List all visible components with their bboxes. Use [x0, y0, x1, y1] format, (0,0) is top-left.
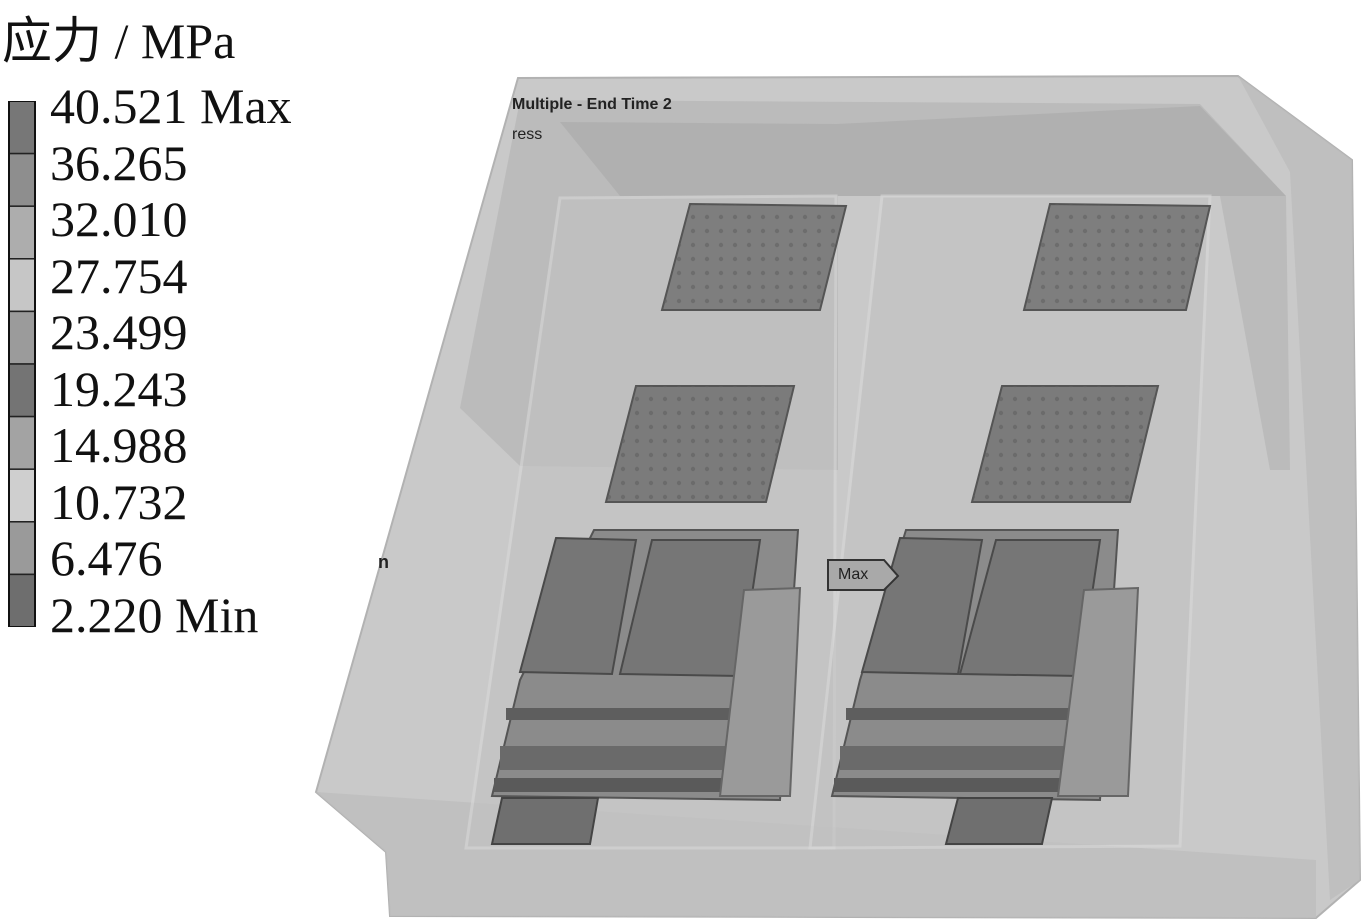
legend-swatch — [8, 573, 36, 627]
legend-level-label: 10.732 — [50, 473, 188, 530]
chip-bottom-right — [944, 797, 1054, 845]
power-module-right — [830, 529, 1140, 802]
legend-swatch — [8, 258, 36, 313]
legend-swatch — [8, 521, 36, 576]
max-probe-label: Max — [838, 566, 869, 583]
chip-row2-right — [970, 385, 1160, 503]
legend-color-bar — [8, 101, 36, 627]
legend-bar-border — [8, 101, 36, 627]
upper-box-top — [560, 106, 1286, 196]
legend-swatch — [8, 415, 36, 470]
legend-swatch — [8, 205, 36, 260]
legend-level-label: 23.499 — [50, 304, 188, 360]
legend-swatch — [8, 468, 36, 523]
chip-row1-left — [660, 202, 848, 311]
legend-level-label: 27.754 — [50, 247, 188, 304]
max-probe-callout — [827, 559, 900, 591]
chip-bottom-left — [490, 797, 600, 845]
legend-level-label: 6.476 — [50, 530, 163, 586]
legend-swatch — [8, 310, 36, 365]
legend-swatch — [8, 152, 36, 207]
simulation-subtitle-fragment: ress — [512, 126, 543, 143]
legend-level-label: 32.010 — [50, 191, 188, 247]
legend-level-label: 40.521 Max — [50, 78, 292, 134]
chip-row2-left — [604, 385, 796, 503]
housing-right-face — [1238, 76, 1360, 900]
legend-level-label: 14.988 — [50, 417, 188, 473]
chip-row1-right — [1022, 202, 1212, 311]
side-text-fragment: n — [378, 552, 389, 572]
legend-swatch — [8, 363, 36, 418]
legend-title: 应力 / MPa — [2, 13, 236, 69]
legend-level-label: 19.243 — [50, 360, 188, 417]
legend-swatch — [8, 101, 36, 155]
power-module-left — [490, 529, 802, 802]
simulation-title-fragment: Multiple - End Time 2 — [512, 96, 672, 113]
legend-level-label: 2.220 Min — [50, 586, 259, 643]
legend-level-label: 36.265 — [50, 134, 188, 191]
